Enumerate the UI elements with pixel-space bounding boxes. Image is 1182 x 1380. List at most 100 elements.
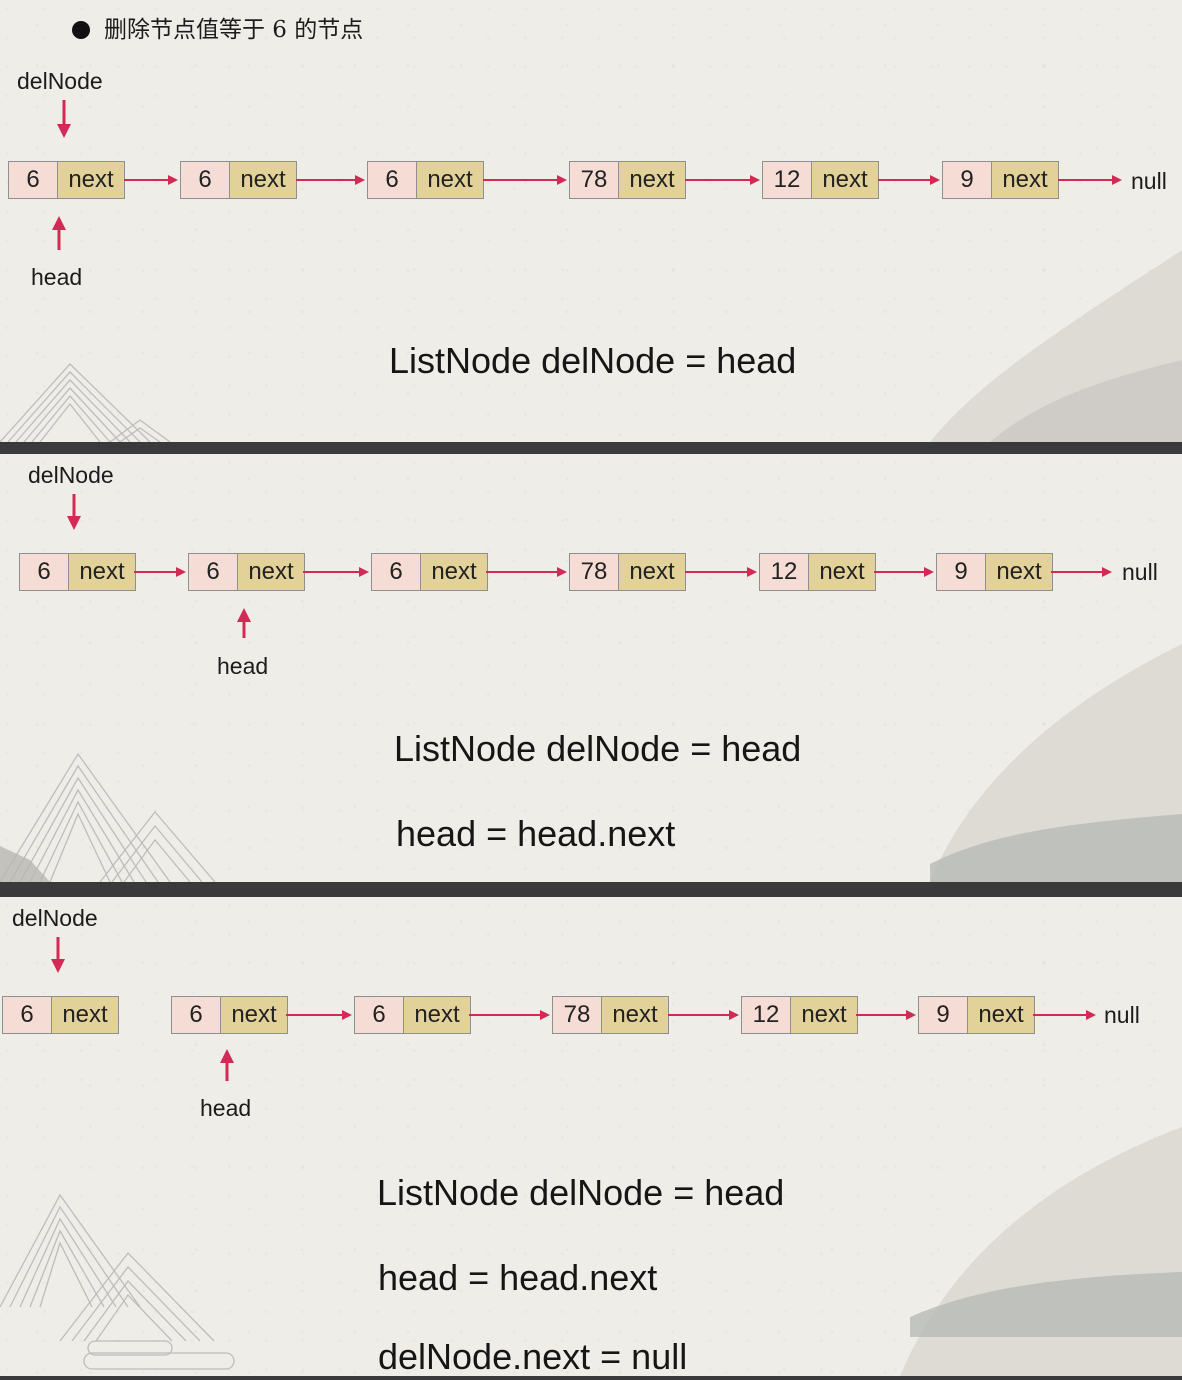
delnode-label: delNode bbox=[17, 68, 103, 94]
node-value: 6 bbox=[372, 554, 421, 590]
node-value: 12 bbox=[763, 162, 812, 198]
arrow-up-icon bbox=[220, 1049, 234, 1063]
node-value: 6 bbox=[9, 162, 58, 198]
node-next: next bbox=[238, 554, 304, 590]
node-value: 9 bbox=[937, 554, 986, 590]
arrow-head-icon bbox=[557, 567, 567, 577]
null-label: null bbox=[1122, 559, 1158, 585]
node-next: next bbox=[58, 162, 124, 198]
node-next: next bbox=[221, 997, 287, 1033]
arrow-head-icon bbox=[176, 567, 186, 577]
node-next: next bbox=[230, 162, 296, 198]
arrow-head-icon bbox=[924, 567, 934, 577]
delnode-label: delNode bbox=[28, 462, 114, 488]
node-next: next bbox=[809, 554, 875, 590]
arrow-head-icon bbox=[1086, 1010, 1096, 1020]
node-value: 6 bbox=[355, 997, 404, 1033]
node-value: 6 bbox=[189, 554, 238, 590]
arrow-up-icon bbox=[237, 608, 251, 622]
code-line: delNode.next = null bbox=[378, 1336, 688, 1376]
arrow-head-icon bbox=[930, 175, 940, 185]
arrow-down-icon bbox=[57, 124, 71, 138]
arrow-head-icon bbox=[1102, 567, 1112, 577]
arrow-head-icon bbox=[750, 175, 760, 185]
arrow-head-icon bbox=[747, 567, 757, 577]
arrow-head-icon bbox=[906, 1010, 916, 1020]
bullet-icon bbox=[72, 21, 90, 39]
node-value: 6 bbox=[3, 997, 52, 1033]
node-value: 6 bbox=[368, 162, 417, 198]
arrows-panel-2 bbox=[67, 494, 1112, 638]
node-value: 6 bbox=[20, 554, 69, 590]
null-label: null bbox=[1104, 1002, 1140, 1028]
node-next: next bbox=[812, 162, 878, 198]
node-next: next bbox=[992, 162, 1058, 198]
arrow-head-icon bbox=[168, 175, 178, 185]
head-label: head bbox=[31, 264, 83, 290]
page-title: 删除节点值等于 6 的节点 bbox=[72, 10, 363, 44]
arrow-head-icon bbox=[359, 567, 369, 577]
arrow-head-icon bbox=[729, 1010, 739, 1020]
arrows-panel-3 bbox=[51, 937, 1096, 1081]
decoration-mountains-2 bbox=[0, 644, 1182, 882]
node-next: next bbox=[602, 997, 668, 1033]
node-value: 78 bbox=[570, 554, 619, 590]
code-line: head = head.next bbox=[396, 813, 676, 854]
arrow-head-icon bbox=[557, 175, 567, 185]
node-value: 9 bbox=[943, 162, 992, 198]
node-next: next bbox=[986, 554, 1052, 590]
node-value: 78 bbox=[570, 162, 619, 198]
arrow-head-icon bbox=[355, 175, 365, 185]
null-label: null bbox=[1131, 168, 1167, 194]
node-next: next bbox=[968, 997, 1034, 1033]
decoration-mountains-1 bbox=[0, 250, 1182, 442]
node-next: next bbox=[791, 997, 857, 1033]
delnode-label: delNode bbox=[12, 905, 98, 931]
head-label: head bbox=[217, 653, 269, 679]
node-next: next bbox=[52, 997, 118, 1033]
arrows-panel-1 bbox=[52, 100, 1122, 250]
code-line: ListNode delNode = head bbox=[377, 1172, 785, 1213]
decoration-mountains-3 bbox=[0, 1127, 1182, 1376]
arrow-head-icon bbox=[1112, 175, 1122, 185]
code-line: ListNode delNode = head bbox=[389, 340, 797, 381]
node-value: 12 bbox=[760, 554, 809, 590]
code-line: head = head.next bbox=[378, 1257, 658, 1298]
arrow-head-icon bbox=[342, 1010, 352, 1020]
node-value: 6 bbox=[181, 162, 230, 198]
node-next: next bbox=[69, 554, 135, 590]
arrow-head-icon bbox=[540, 1010, 550, 1020]
node-value: 78 bbox=[553, 997, 602, 1033]
node-value: 12 bbox=[742, 997, 791, 1033]
arrow-up-icon bbox=[52, 216, 66, 230]
arrow-down-icon bbox=[67, 516, 81, 530]
arrow-down-icon bbox=[51, 959, 65, 973]
node-next: next bbox=[417, 162, 483, 198]
head-label: head bbox=[200, 1095, 252, 1121]
node-value: 9 bbox=[919, 997, 968, 1033]
node-next: next bbox=[619, 554, 685, 590]
code-line: ListNode delNode = head bbox=[394, 728, 802, 769]
node-next: next bbox=[404, 997, 470, 1033]
node-value: 6 bbox=[172, 997, 221, 1033]
